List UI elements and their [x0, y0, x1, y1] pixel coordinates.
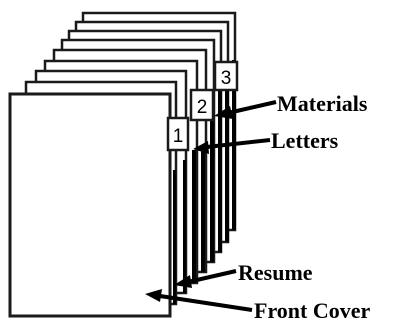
tab-3: 3 [213, 60, 239, 92]
materials-label: Materials [277, 91, 368, 116]
divider-tabs: 3 2 1 [166, 60, 239, 152]
letters-arrow [193, 138, 271, 154]
tab-2-label: 2 [197, 97, 208, 118]
front-cover-label: Front Cover [254, 298, 371, 323]
front-cover-arrow [145, 289, 253, 312]
page-stack [8, 11, 237, 318]
tab-1-label: 1 [173, 126, 184, 147]
resume-arrow [174, 269, 237, 288]
tab-1: 1 [166, 116, 190, 152]
resume-label: Resume [238, 260, 313, 285]
tab-2: 2 [189, 88, 215, 122]
materials-arrow [214, 100, 277, 119]
front-cover-sheet [8, 92, 172, 318]
letters-label: Letters [271, 128, 339, 153]
callout-labels: Materials Letters Resume Front Cover [238, 91, 371, 323]
tab-3-label: 3 [221, 68, 232, 89]
callout-arrows [145, 100, 277, 312]
